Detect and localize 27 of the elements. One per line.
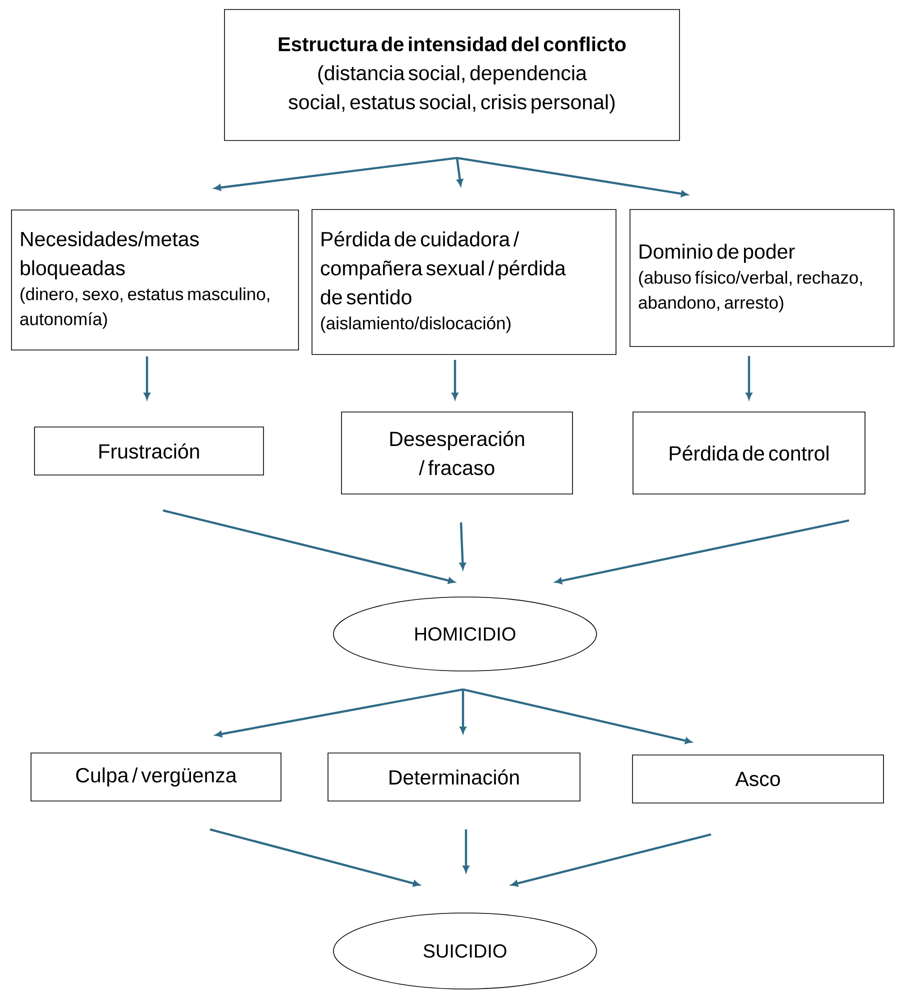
- ellipse-node: SUICIDIO: [333, 912, 597, 990]
- arrow: [746, 356, 752, 400]
- process-box: Determinación: [328, 752, 580, 802]
- ellipse-node: HOMICIDIO: [333, 596, 597, 672]
- process-box: Frustración: [34, 426, 264, 476]
- arrow: [460, 689, 466, 734]
- arrow: [144, 356, 150, 400]
- process-box: Asco: [632, 754, 884, 804]
- arrow: [460, 522, 466, 570]
- process-box: Pérdida de cuidadora / compañera sexual / pérdida de sentido (aislamiento/dislocación): [312, 209, 616, 355]
- arrow: [456, 156, 688, 197]
- arrow: [456, 158, 464, 186]
- arrow: [511, 833, 712, 887]
- process-box: Necesidades/metas bloqueadas (dinero, sexo, estatus masculino, autonomía): [11, 210, 299, 350]
- arrow: [214, 156, 458, 191]
- process-box: Pérdida de control: [632, 412, 866, 494]
- arrow: [452, 360, 458, 400]
- process-box: Estructura de intensidad del conflicto (distancia social, dependencia social, estatus social, crisis personal): [224, 9, 680, 141]
- arrow: [462, 829, 470, 872]
- process-box: Desesperación / fracaso: [341, 412, 573, 494]
- arrow: [215, 688, 464, 738]
- arrow: [555, 519, 850, 584]
- process-box: Culpa / vergüenza: [30, 752, 282, 802]
- arrow: [462, 688, 692, 744]
- arrow: [162, 509, 455, 584]
- arrow: [210, 828, 420, 887]
- process-box: Dominio de poder (abuso físico/verbal, rechazo, abandono, arresto): [630, 209, 894, 347]
